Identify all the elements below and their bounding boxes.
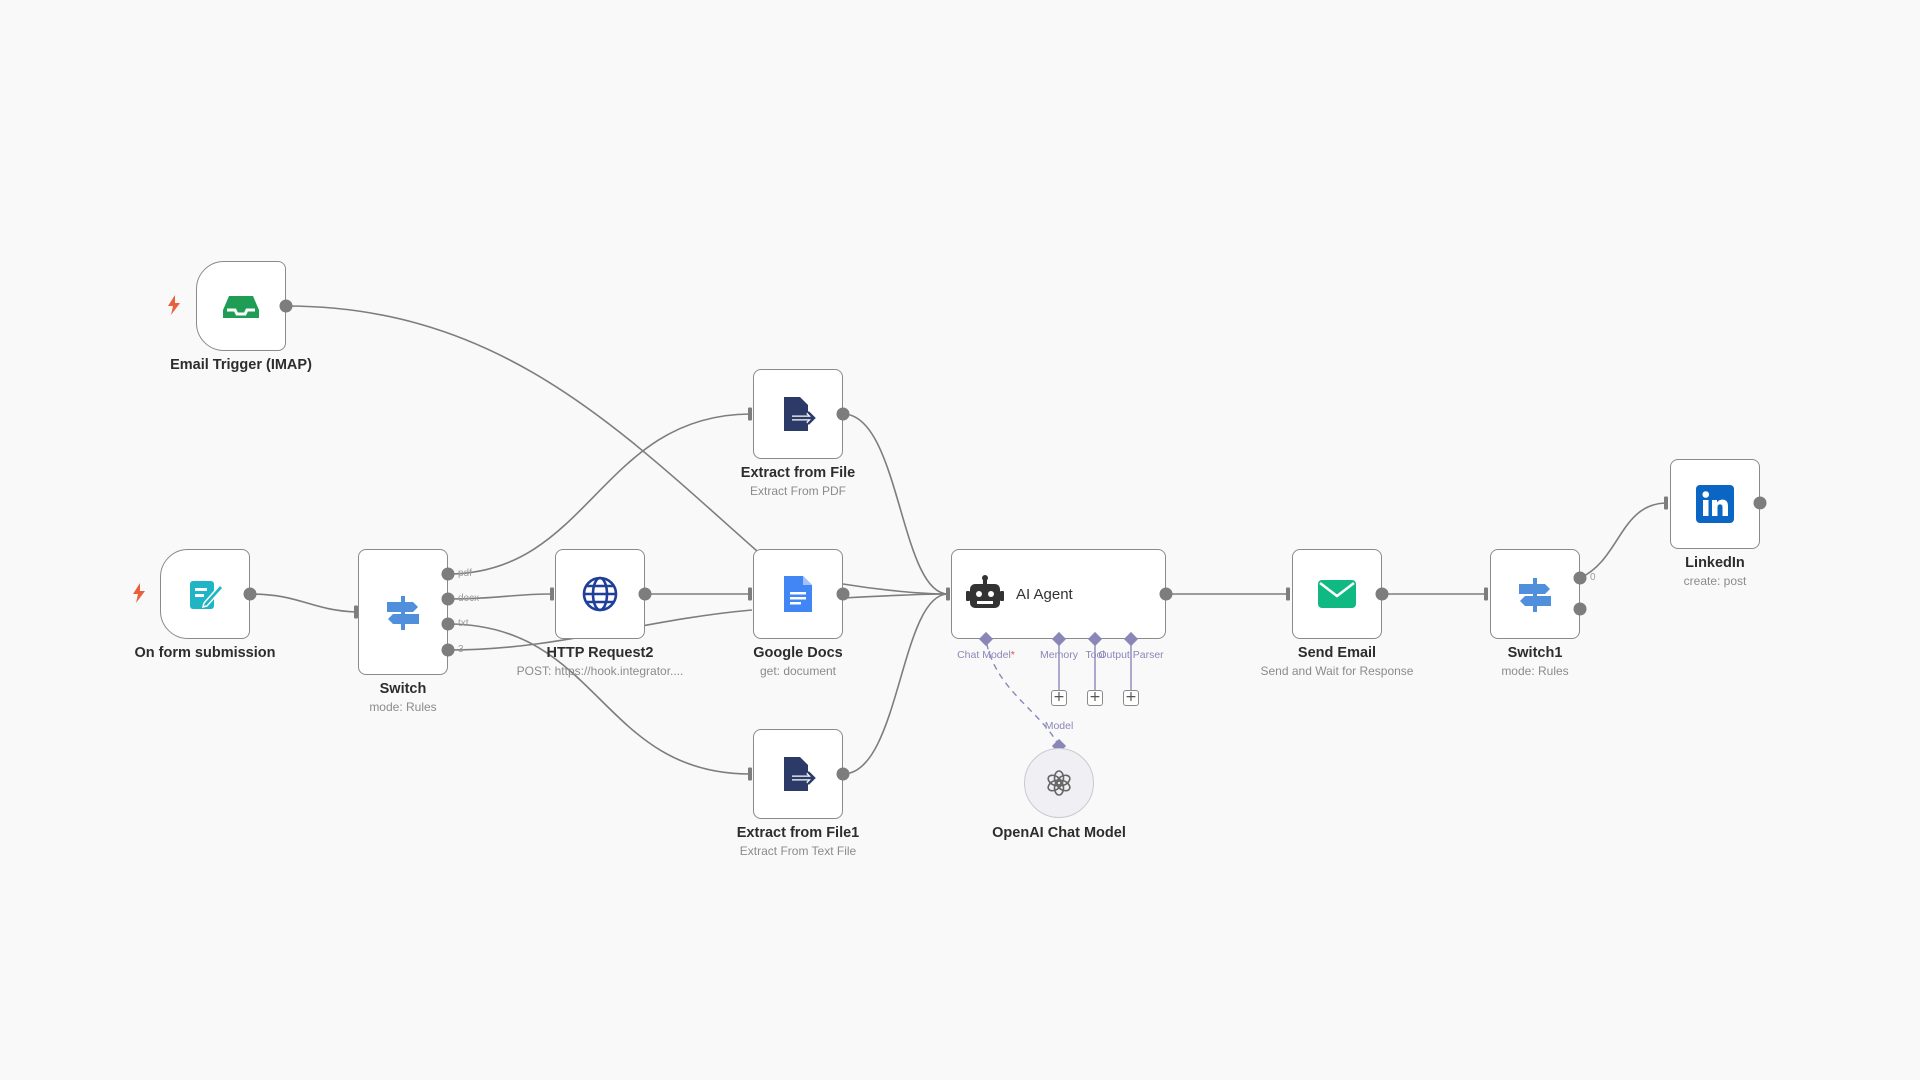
form-trigger-label: On form submission: [134, 645, 276, 661]
google-docs-label: Google Docs get: document: [753, 645, 843, 678]
trigger-bolt-icon: [133, 583, 145, 603]
linkedin-output-port[interactable]: [1753, 496, 1767, 510]
signpost-icon: [383, 592, 423, 632]
extract-file-label: Extract from File Extract From PDF: [740, 465, 856, 498]
switch1-input-port[interactable]: [1484, 587, 1488, 601]
trigger-bolt-icon: [168, 295, 180, 315]
add-tool-button[interactable]: +: [1087, 690, 1103, 706]
switch-label: Switch mode: Rules: [369, 681, 437, 714]
globe-icon: [580, 574, 620, 614]
switch-output-label-pdf: pdf: [458, 568, 472, 579]
output-parser-port-label: Output Parser: [1098, 649, 1164, 661]
switch-input-port[interactable]: [354, 605, 358, 619]
robot-icon: [966, 575, 1004, 613]
add-output-parser-button[interactable]: +: [1123, 690, 1139, 706]
form-icon: [186, 575, 224, 613]
http-request-input-port[interactable]: [550, 587, 554, 601]
extract-file-output-port[interactable]: [836, 407, 850, 421]
node-linkedin[interactable]: [1670, 459, 1760, 549]
tool-port-label: Tool: [1085, 649, 1105, 661]
file-export-icon: [778, 754, 818, 794]
node-ai-agent[interactable]: AI Agent: [951, 549, 1166, 639]
ai-agent-input-port[interactable]: [946, 587, 950, 601]
switch1-output-port-0[interactable]: [1573, 571, 1587, 585]
extract-file1-input-port[interactable]: [748, 767, 752, 781]
edge-switch-docx-to-http[interactable]: [447, 593, 553, 600]
edge-extract-file1-to-ai-agent[interactable]: [842, 593, 949, 775]
add-memory-button[interactable]: +: [1051, 690, 1067, 706]
edge-email-trigger-to-google-docs[interactable]: [285, 305, 758, 552]
file-export-icon: [778, 394, 818, 434]
node-google-docs[interactable]: [753, 549, 843, 639]
extract-file-input-port[interactable]: [748, 407, 752, 421]
edge-form-to-switch[interactable]: [249, 593, 357, 613]
node-email-trigger[interactable]: [196, 261, 286, 351]
google-docs-icon: [781, 574, 815, 614]
inbox-icon: [221, 286, 261, 326]
edge-google-docs-to-ai-agent-b[interactable]: [842, 593, 949, 599]
node-openai-chat-model[interactable]: [1024, 748, 1094, 818]
send-email-input-port[interactable]: [1286, 587, 1290, 601]
linkedin-icon: [1696, 485, 1734, 523]
ai-agent-output-port[interactable]: [1159, 587, 1173, 601]
envelope-icon: [1317, 578, 1357, 610]
form-trigger-output-port[interactable]: [243, 587, 257, 601]
http-request-output-port[interactable]: [638, 587, 652, 601]
switch-output-port-3[interactable]: [441, 643, 455, 657]
extract-file1-label: Extract from File1 Extract From Text Fil…: [736, 825, 860, 858]
edge-switch-txt-to-extract-file1[interactable]: [447, 623, 751, 775]
openai-label: OpenAI Chat Model: [992, 825, 1126, 841]
memory-port-label: Memory: [1040, 649, 1078, 661]
node-extract-from-file1[interactable]: [753, 729, 843, 819]
signpost-icon: [1515, 574, 1555, 614]
ai-agent-title: AI Agent: [1016, 585, 1073, 603]
switch1-output-label-0: 0: [1590, 572, 1596, 583]
email-trigger-output-port[interactable]: [279, 299, 293, 313]
switch-output-port-pdf[interactable]: [441, 567, 455, 581]
switch-output-port-txt[interactable]: [441, 617, 455, 631]
edge-extract-file-to-ai-agent[interactable]: [842, 413, 949, 595]
send-email-output-port[interactable]: [1375, 587, 1389, 601]
switch1-output-port-1[interactable]: [1573, 602, 1587, 616]
edge-switch-pdf-to-extract-file[interactable]: [447, 413, 751, 575]
node-extract-from-file[interactable]: [753, 369, 843, 459]
switch-output-port-docx[interactable]: [441, 592, 455, 606]
chat-model-port-label: Chat Model*: [957, 649, 1015, 661]
http-request-label: HTTP Request2 POST: https://hook.integra…: [516, 645, 684, 678]
node-switch[interactable]: [358, 549, 448, 675]
openai-model-port-label: Model: [1044, 720, 1074, 732]
linkedin-label: LinkedIn create: post: [1683, 555, 1747, 588]
openai-icon: [1044, 768, 1074, 798]
node-http-request[interactable]: [555, 549, 645, 639]
switch-output-label-3: 3: [458, 644, 464, 655]
google-docs-output-port[interactable]: [836, 587, 850, 601]
switch1-label: Switch1 mode: Rules: [1501, 645, 1569, 678]
node-form-trigger[interactable]: [160, 549, 250, 639]
send-email-label: Send Email Send and Wait for Response: [1260, 645, 1414, 678]
google-docs-input-port[interactable]: [748, 587, 752, 601]
edge-switch1-to-linkedin[interactable]: [1579, 502, 1667, 579]
edge-openai-to-chat-model[interactable]: [985, 639, 1060, 747]
switch-output-label-txt: txt: [458, 618, 469, 629]
extract-file1-output-port[interactable]: [836, 767, 850, 781]
node-send-email[interactable]: [1292, 549, 1382, 639]
email-trigger-label: Email Trigger (IMAP): [170, 357, 312, 373]
switch-output-label-docx: docx: [458, 593, 480, 604]
linkedin-input-port[interactable]: [1664, 496, 1668, 510]
node-switch1[interactable]: [1490, 549, 1580, 639]
